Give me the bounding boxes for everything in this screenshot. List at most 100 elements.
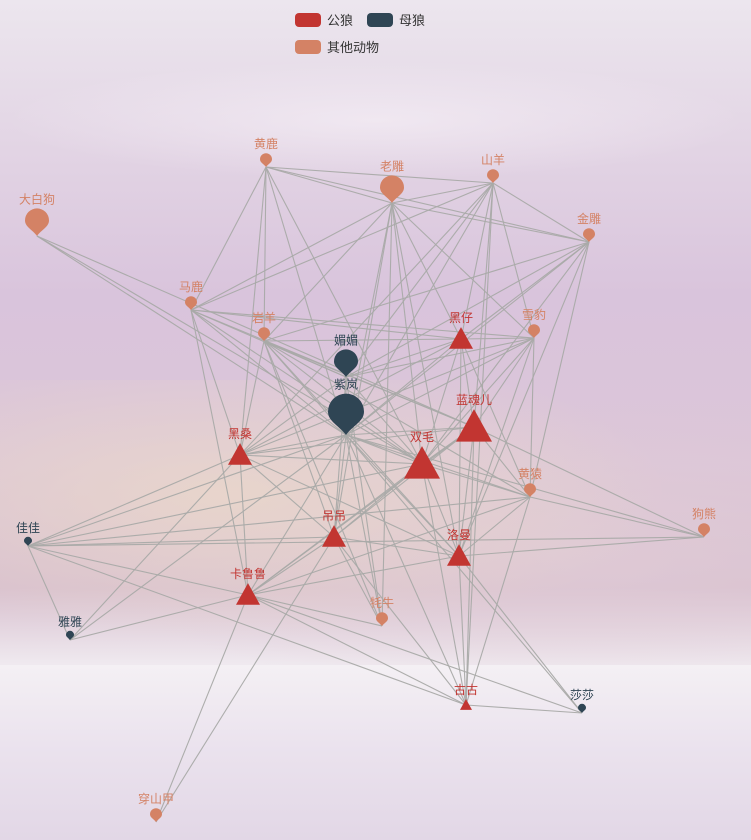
node-marker-pin	[376, 612, 388, 626]
node-zilan[interactable]: 紫岚	[328, 378, 365, 435]
node-marker-pin	[24, 536, 32, 546]
node-label: 马鹿	[179, 279, 203, 294]
node-label: 蓝魂儿	[456, 392, 492, 407]
node-xuebao[interactable]: 雪豹	[522, 307, 546, 338]
node-label: 大白狗	[19, 191, 55, 206]
node-kalulu[interactable]: 卡鲁鲁	[230, 567, 266, 605]
node-heisang[interactable]: 黑桑	[228, 427, 252, 465]
edge-lanhuner-yanyang	[263, 340, 475, 428]
node-marker-triangle	[449, 327, 473, 349]
edge-kalulu-luoman	[247, 555, 460, 596]
node-marker-pin	[66, 630, 74, 640]
node-huangyuan[interactable]: 黄猿	[518, 466, 542, 497]
node-label: 佳佳	[16, 521, 40, 535]
edge-shuangmao-huangyuan	[421, 463, 531, 498]
node-huanglu[interactable]: 黄鹿	[254, 136, 278, 167]
node-meimei[interactable]: 媚媚	[334, 333, 358, 377]
edge-laodiao-luoman	[391, 202, 460, 557]
node-label: 洛曼	[447, 527, 471, 542]
node-dabaigou[interactable]: 大白狗	[19, 191, 55, 236]
edge-heizai-meimei	[345, 338, 462, 378]
node-yanyang[interactable]: 岩羊	[252, 310, 276, 341]
edge-diaodiao-luoman	[333, 536, 460, 557]
edge-dabaigou-shuangmao	[36, 235, 423, 465]
edge-jindiao-yanyang	[263, 241, 590, 342]
legend-item-female[interactable]: 母狼	[367, 10, 425, 29]
edge-zilan-diaodiao	[333, 434, 347, 538]
node-label: 山羊	[481, 152, 505, 167]
edge-yanyang-luoman	[263, 340, 460, 557]
edge-shanyang-meimei	[345, 182, 494, 378]
edge-shuangmao-heisang	[239, 454, 423, 465]
edge-huangyuan-gugu	[465, 496, 531, 706]
edge-laodiao-xuebao	[391, 202, 535, 339]
edge-zilan-dabaigou	[36, 235, 347, 436]
node-label: 老雕	[380, 158, 404, 173]
node-marker-triangle	[236, 583, 260, 605]
node-lanhuner[interactable]: 蓝魂儿	[456, 392, 492, 442]
node-marker-triangle	[404, 446, 440, 479]
edge-diaodiao-maoniu	[333, 536, 383, 627]
node-label: 媚媚	[334, 333, 358, 347]
edge-kalulu-maoniu	[247, 594, 383, 627]
edge-shuangmao-heizai	[421, 338, 462, 465]
edge-kalulu-shasha	[247, 594, 583, 714]
edge-zilan-jiajia	[27, 434, 347, 547]
edge-luoman-gugu	[458, 555, 467, 706]
node-malu[interactable]: 马鹿	[179, 279, 203, 310]
node-maoniu[interactable]: 牦牛	[370, 595, 394, 626]
edge-zilan-gugu	[345, 434, 467, 706]
node-diaodiao[interactable]: 吊吊	[322, 509, 346, 547]
edge-zilan-kalulu	[247, 434, 347, 596]
node-marker-pin	[698, 523, 710, 537]
edge-kalulu-chuanshanjia	[155, 594, 249, 823]
edge-xuebao-luoman	[458, 337, 535, 557]
node-heizai[interactable]: 黑仔	[449, 311, 473, 349]
node-marker-triangle	[456, 409, 492, 442]
node-gouxiong[interactable]: 狗熊	[692, 506, 716, 537]
node-chuanshanjia[interactable]: 穿山甲	[138, 791, 174, 822]
edge-zilan-heizai	[345, 338, 462, 436]
legend-item-other[interactable]: 其他动物	[295, 37, 379, 56]
edge-heizai-yanyang	[263, 338, 462, 342]
edge-lanhuner-gugu	[465, 426, 475, 706]
edge-zilan-yaya	[69, 434, 347, 641]
node-marker-pin	[380, 175, 404, 203]
node-label: 莎莎	[570, 688, 594, 702]
legend-item-male[interactable]: 公狼	[295, 10, 353, 29]
node-label: 吊吊	[322, 509, 346, 523]
node-yaya[interactable]: 雅雅	[58, 614, 82, 640]
edge-jindiao-luoman	[458, 241, 590, 557]
node-label: 牦牛	[370, 595, 394, 610]
edge-shanyang-jindiao	[492, 182, 590, 243]
edge-shanyang-heisang	[239, 182, 494, 456]
edge-jindiao-huangyuan	[529, 241, 590, 498]
edge-heisang-yanyang	[239, 340, 265, 456]
legend-swatch-male	[295, 12, 321, 27]
node-jiajia[interactable]: 佳佳	[16, 521, 40, 546]
node-label: 紫岚	[334, 378, 358, 392]
edge-zilan-huangyuan	[345, 434, 531, 498]
graph-edges	[27, 166, 705, 823]
edge-lanhuner-heizai	[460, 338, 475, 428]
edge-xuebao-meimei	[345, 337, 535, 378]
edge-heizai-jindiao	[460, 241, 590, 340]
node-laodiao[interactable]: 老雕	[380, 158, 404, 203]
node-shasha[interactable]: 莎莎	[570, 688, 594, 713]
node-label: 卡鲁鲁	[230, 567, 266, 581]
node-gugu[interactable]: 古古	[454, 682, 478, 710]
edge-heizai-shanyang	[460, 182, 494, 340]
node-luoman[interactable]: 洛曼	[447, 527, 471, 566]
node-marker-pin	[260, 153, 272, 167]
node-label: 古古	[454, 682, 478, 697]
node-shuangmao[interactable]: 双毛	[404, 430, 440, 479]
node-marker-pin	[328, 393, 365, 435]
node-marker-pin	[487, 169, 499, 183]
node-shanyang[interactable]: 山羊	[481, 152, 505, 183]
edge-huangyuan-yanyang	[263, 340, 531, 498]
edge-heizai-malu	[190, 309, 462, 340]
node-jindiao[interactable]: 金雕	[577, 211, 601, 242]
edge-kalulu-huangyuan	[247, 496, 531, 596]
